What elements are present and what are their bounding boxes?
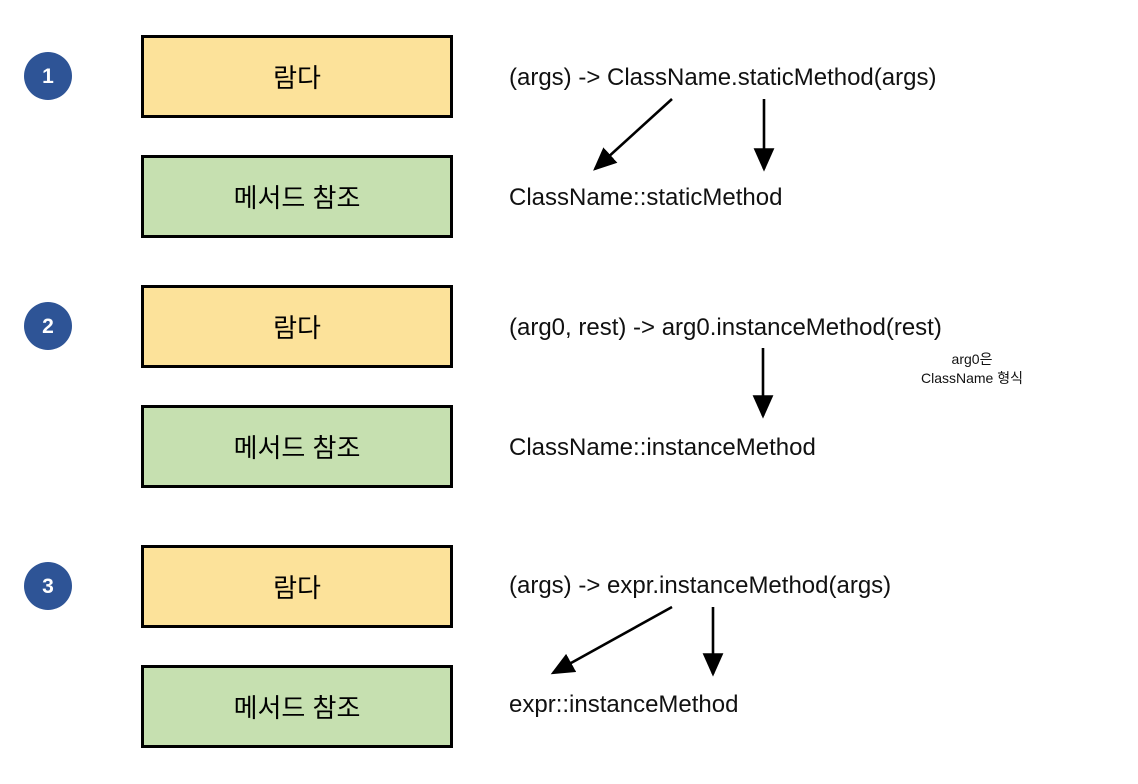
- lambda-code-3: (args) -> expr.instanceMethod(args): [509, 572, 892, 599]
- method-reference-code-2: ClassName::instanceMethod: [509, 434, 816, 461]
- method-reference-code-3: expr::instanceMethod: [509, 691, 739, 718]
- lambda-box-3: 람다: [141, 545, 453, 628]
- step-number-1: 1: [24, 52, 72, 100]
- method-reference-box-1: 메서드 참조: [141, 155, 453, 238]
- arg0-type-note: arg0은 ClassName 형식: [920, 351, 1023, 386]
- method-reference-box-3: 메서드 참조: [141, 665, 453, 748]
- lambda-code-2: (arg0, rest) -> arg0.instanceMethod(rest…: [509, 314, 942, 341]
- lambda-box-2: 람다: [141, 285, 453, 368]
- step-number-3: 3: [24, 562, 72, 610]
- diagonal-arrow-3: [550, 605, 673, 675]
- lambda-code-1: (args) -> ClassName.staticMethod(args): [509, 64, 937, 91]
- diagonal-arrow-1: [593, 98, 673, 171]
- method-reference-box-2: 메서드 참조: [141, 405, 453, 488]
- lambda-box-1: 람다: [141, 35, 453, 118]
- method-reference-code-1: ClassName::staticMethod: [509, 184, 783, 211]
- step-number-2: 2: [24, 302, 72, 350]
